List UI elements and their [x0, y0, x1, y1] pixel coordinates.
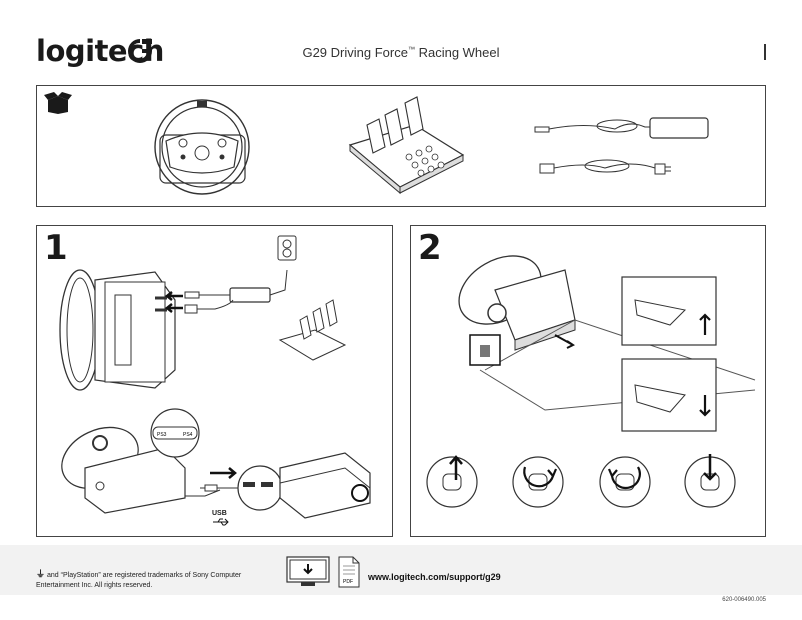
header-divider [764, 44, 766, 60]
product-title-suffix: Racing Wheel [418, 45, 500, 60]
pdf-label: PDF [343, 579, 353, 585]
step-number: 1 [44, 228, 68, 268]
pdf-document-icon: PDF [338, 556, 360, 588]
download-monitor-icon [286, 556, 330, 586]
ps3-label: PS3 [157, 432, 167, 438]
logitech-g-logo-icon [128, 39, 152, 63]
footer-band [0, 545, 802, 595]
open-box-icon [44, 92, 72, 114]
document-code: 620-006490.005 [722, 597, 766, 603]
support-url[interactable]: www.logitech.com/support/g29 [368, 572, 501, 582]
trademark-mark: ™ [407, 46, 415, 54]
ps4-label: PS4 [183, 432, 193, 438]
usb-symbol-icon [213, 518, 229, 526]
step-number: 2 [418, 228, 442, 268]
product-title: G29 Driving Force [302, 45, 408, 60]
trademark-notice: ⏚and “PlayStation” are registered tradem… [36, 569, 281, 591]
pedals-illustration [348, 96, 465, 195]
usb-label: USB [212, 510, 227, 517]
legal-text: and “PlayStation” are registered tradema… [36, 572, 242, 589]
playstation-logo-icon: ⏚ [36, 569, 46, 579]
wheel-console-connection-illustration: PS3 PS4 [61, 408, 371, 519]
clamp-knob-sequence [426, 454, 736, 508]
racing-wheel-illustration [154, 99, 250, 195]
wheel-rear-connection-illustration [59, 269, 347, 391]
page-title: G29 Driving Force™ Racing Wheel [0, 45, 802, 60]
power-adapter-illustration [534, 117, 709, 175]
wall-outlet-icon [277, 235, 297, 261]
desk-mounting-illustration [458, 255, 756, 432]
